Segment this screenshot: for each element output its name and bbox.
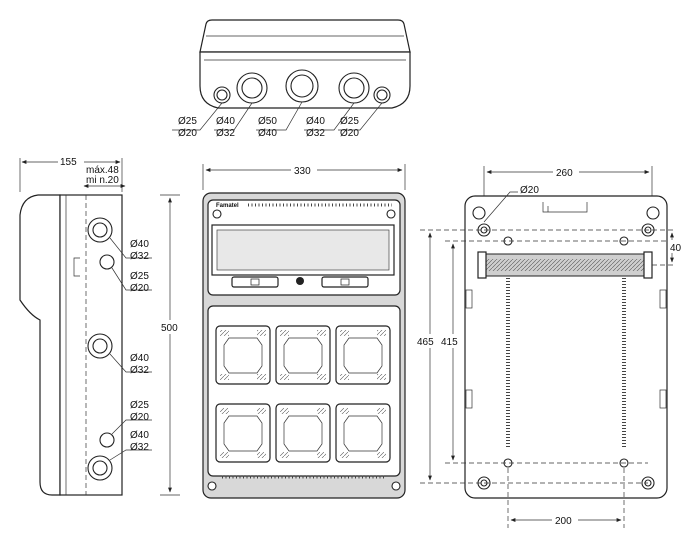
front-brand: Famatel (216, 203, 239, 209)
side-callout-4-b: Ø20 (130, 412, 149, 423)
socket-2 (275, 325, 331, 385)
rear-offset-label: 40 (670, 243, 682, 254)
side-gap-top: máx.48 (86, 165, 119, 176)
top-callout-2-a: Ø40 (216, 116, 235, 127)
side-callout-5-a: Ø40 (130, 430, 149, 441)
front-width-label: 330 (294, 166, 311, 177)
top-callout-3-b: Ø40 (258, 128, 277, 139)
socket-grid (215, 325, 391, 463)
side-depth-label: 155 (60, 157, 77, 168)
socket-6 (335, 403, 391, 463)
front-view: 330 Famatel (202, 163, 406, 499)
side-view: 155 máx.48 mi n.20 Ø40 Ø32 Ø25 Ø20 Ø40 Ø… (19, 154, 152, 496)
top-view: Ø25 Ø20 Ø40 Ø32 Ø50 Ø40 Ø40 Ø32 Ø25 Ø20 (172, 19, 411, 139)
socket-5 (275, 403, 331, 463)
side-callout-3-a: Ø40 (130, 353, 149, 364)
side-gland-2 (99, 254, 115, 270)
rear-inner-height-label: 415 (441, 337, 458, 348)
top-callout-5-b: Ø20 (340, 128, 359, 139)
side-gap-bottom: mi n.20 (86, 175, 119, 186)
top-callout-2-b: Ø32 (216, 128, 235, 139)
side-callout-1-b: Ø32 (130, 251, 149, 262)
top-callout-3-a: Ø50 (258, 116, 277, 127)
socket-4 (215, 403, 271, 463)
socket-1 (215, 325, 271, 385)
top-callout-5-a: Ø25 (340, 116, 359, 127)
side-callout-2-a: Ø25 (130, 271, 149, 282)
side-gland-4 (99, 432, 115, 448)
rear-bottom-spacing-label: 200 (555, 516, 572, 527)
top-callout-1-a: Ø25 (178, 116, 197, 127)
front-screw-tr (386, 209, 396, 219)
front-screw-br (391, 481, 401, 491)
height-dimension: 500 (160, 194, 182, 496)
front-indicator-dot (296, 277, 304, 285)
side-callout-1-a: Ø40 (130, 239, 149, 250)
socket-3 (335, 325, 391, 385)
side-callout-3-b: Ø32 (130, 365, 149, 376)
side-callout-2-b: Ø20 (130, 283, 149, 294)
side-callout-5-b: Ø32 (130, 442, 149, 453)
top-callout-4-b: Ø32 (306, 128, 325, 139)
top-callout-4-a: Ø40 (306, 116, 325, 127)
rear-view: 260 Ø20 (416, 165, 686, 528)
side-callout-4-a: Ø25 (130, 400, 149, 411)
front-screw-bl (207, 481, 217, 491)
rear-hole-label: Ø20 (520, 185, 539, 196)
front-height-label: 500 (161, 323, 178, 334)
rear-width-label: 260 (556, 168, 573, 179)
top-callout-1-b: Ø20 (178, 128, 197, 139)
side-view-cover (19, 194, 61, 496)
front-screw-tl (212, 209, 222, 219)
rear-hole-tl (472, 206, 486, 220)
rear-hole-tr (646, 206, 660, 220)
rear-outer-height-label: 465 (417, 337, 434, 348)
